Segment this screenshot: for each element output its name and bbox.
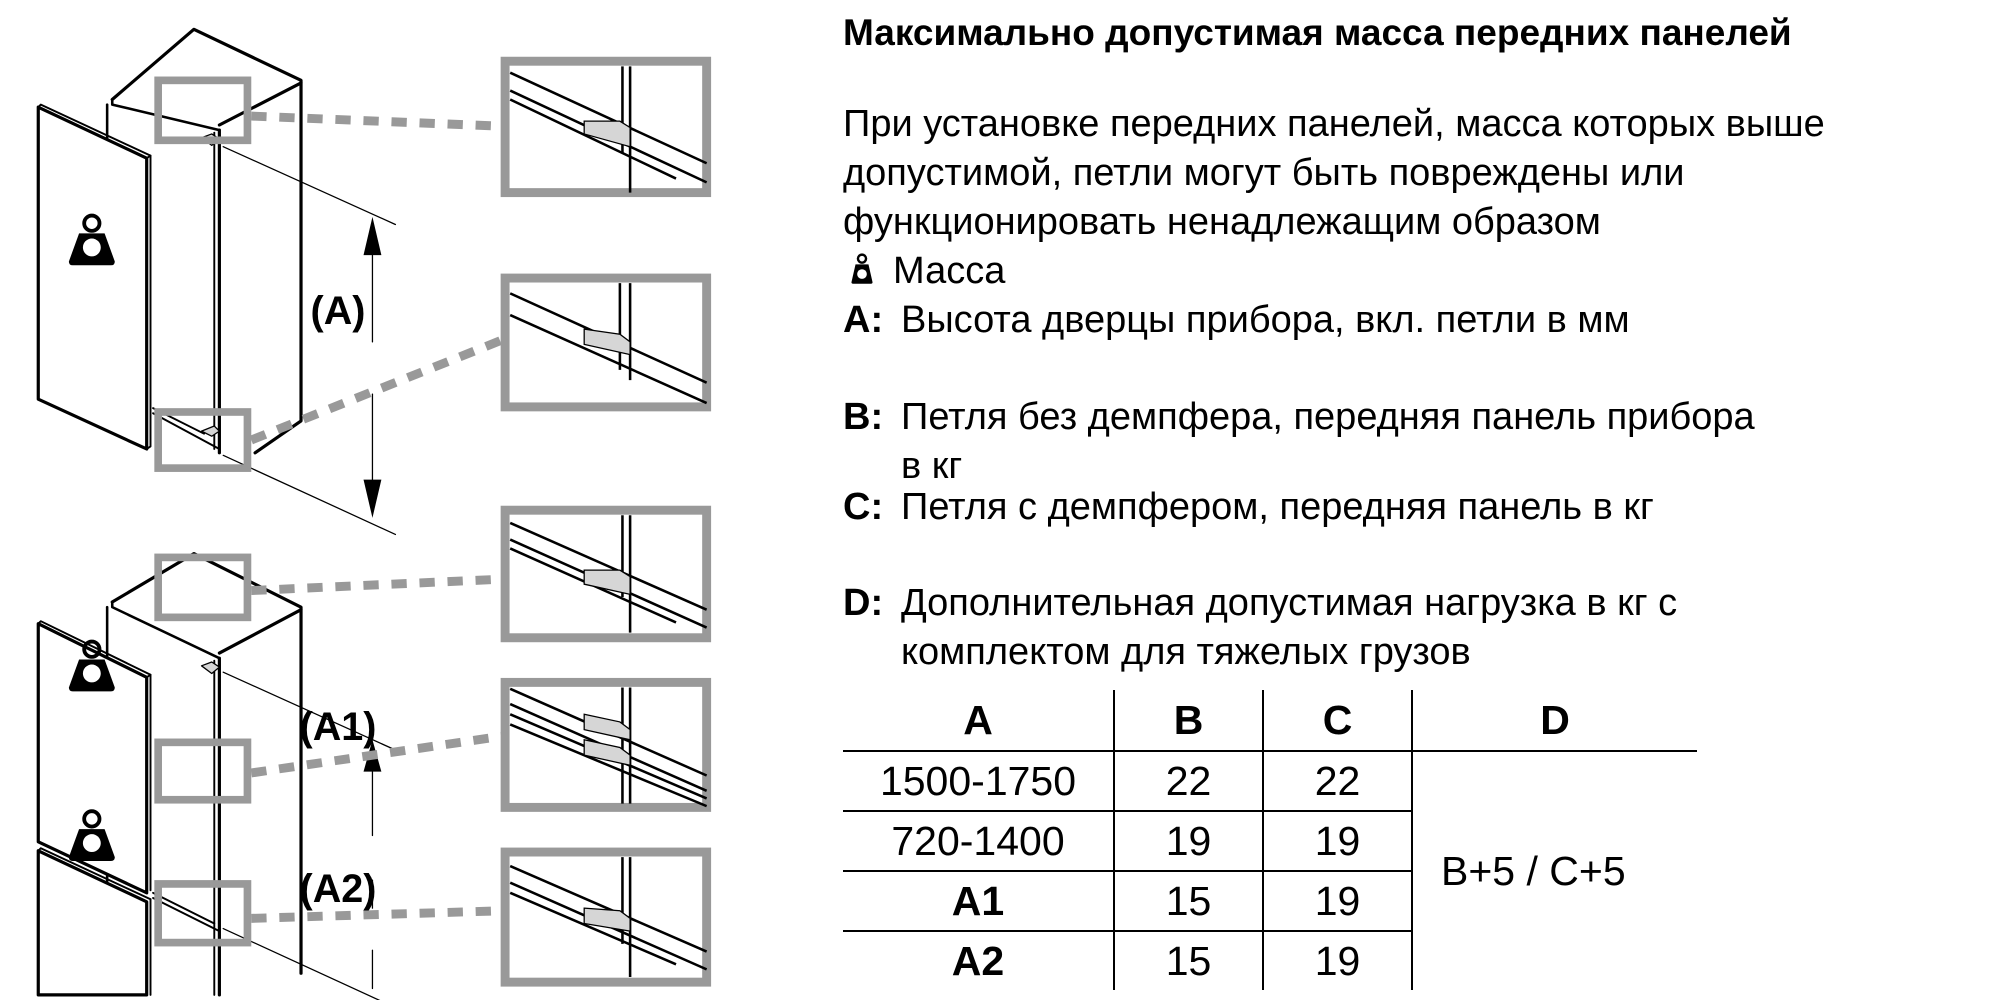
callout-marker-bottom-2 bbox=[154, 880, 252, 947]
single-door-appliance bbox=[36, 27, 397, 536]
legend-mass: Масса bbox=[843, 247, 1005, 296]
cell-c: 19 bbox=[1262, 871, 1412, 932]
legend-text: Петля с демпфером, передняя панель в кг bbox=[901, 486, 1654, 528]
detail-box bbox=[500, 677, 712, 812]
intro-line: При установке передних панелей, масса ко… bbox=[843, 103, 1825, 145]
cell-c: 22 bbox=[1262, 751, 1412, 812]
detail-box bbox=[500, 505, 712, 643]
cell-b: 19 bbox=[1113, 811, 1263, 872]
legend-c: C: Петля с демпфером, передняя панель в к… bbox=[843, 483, 1654, 532]
weight-icon bbox=[68, 213, 115, 266]
cell-b: 15 bbox=[1113, 931, 1263, 990]
intro-line: функционировать ненадлежащим образом bbox=[843, 201, 1601, 243]
legend-mass-label: Масса bbox=[893, 250, 1006, 292]
callout-marker-middle bbox=[154, 738, 252, 804]
weight-table: A B C D 1500-1750 22 22 B+5 / C+5 720-14… bbox=[843, 690, 1697, 990]
legend-key: B: bbox=[843, 396, 884, 438]
cell-c: 19 bbox=[1262, 931, 1412, 990]
legend-text: Дополнительная допустимая нагрузка в кг … bbox=[901, 582, 1678, 624]
cell-a: A2 bbox=[951, 937, 1005, 984]
intro-paragraph: При установке передних панелей, масса ко… bbox=[843, 100, 1825, 247]
callout-marker-bottom bbox=[154, 408, 252, 472]
callout-marker-top bbox=[154, 76, 252, 145]
legend-key: D: bbox=[843, 582, 884, 624]
table-row: 1500-1750 22 22 B+5 / C+5 bbox=[843, 751, 1697, 990]
header-d: D bbox=[1411, 690, 1697, 752]
header-a: A bbox=[843, 690, 1114, 752]
legend-d: D: Дополнительная допустимая нагрузка в к… bbox=[843, 579, 1677, 677]
cell-a: 1500-1750 bbox=[843, 751, 1114, 812]
weight-icon bbox=[68, 639, 115, 692]
page-title: Максимально допустимая масса передних па… bbox=[843, 12, 1792, 53]
callout-marker-top-2 bbox=[154, 553, 252, 622]
double-door-appliance bbox=[36, 551, 397, 1000]
table-row: 720-1400 19 19 bbox=[843, 811, 1697, 872]
header-b: B bbox=[1113, 690, 1263, 752]
weight-icon bbox=[851, 253, 873, 284]
intro-line: допустимой, петли могут быть повреждены … bbox=[843, 152, 1685, 194]
detail-box bbox=[500, 56, 712, 198]
detail-box bbox=[500, 847, 712, 987]
cell-a: 720-1400 bbox=[843, 811, 1114, 872]
legend-text: Высота дверцы прибора, вкл. петли в мм bbox=[901, 299, 1630, 341]
detail-box bbox=[500, 273, 712, 412]
header-c: C bbox=[1262, 690, 1412, 752]
legend-key: A: bbox=[843, 299, 884, 341]
legend-text: Петля без демпфера, передняя панель приб… bbox=[901, 396, 1755, 438]
info-panel: Максимально допустимая масса передних па… bbox=[843, 0, 2000, 1000]
legend-a: A: Высота дверцы прибора, вкл. петли в мм bbox=[843, 296, 1630, 345]
legend-key: C: bbox=[843, 486, 884, 528]
dimension-label-a: (A) bbox=[311, 289, 366, 333]
table-header: A B C D bbox=[843, 690, 1697, 752]
weight-icon bbox=[68, 809, 115, 861]
cell-b: 15 bbox=[1113, 871, 1263, 932]
cell-c: 19 bbox=[1262, 811, 1412, 872]
dimension-label-a1: (A1) bbox=[300, 705, 377, 749]
legend-text-cont: в кг bbox=[901, 445, 963, 487]
table-row: A2 15 19 bbox=[843, 931, 1697, 990]
legend-text-cont: комплектом для тяжелых грузов bbox=[901, 631, 1471, 673]
cell-a: A1 bbox=[843, 871, 1114, 932]
table-row: A1 15 19 bbox=[843, 871, 1697, 932]
cell-b: 22 bbox=[1113, 751, 1263, 812]
cell-d: B+5 / C+5 bbox=[1411, 751, 1697, 990]
dimension-label-a2: (A2) bbox=[300, 867, 377, 911]
legend-b: B: Петля без демпфера, передняя панель пр… bbox=[843, 393, 1755, 491]
